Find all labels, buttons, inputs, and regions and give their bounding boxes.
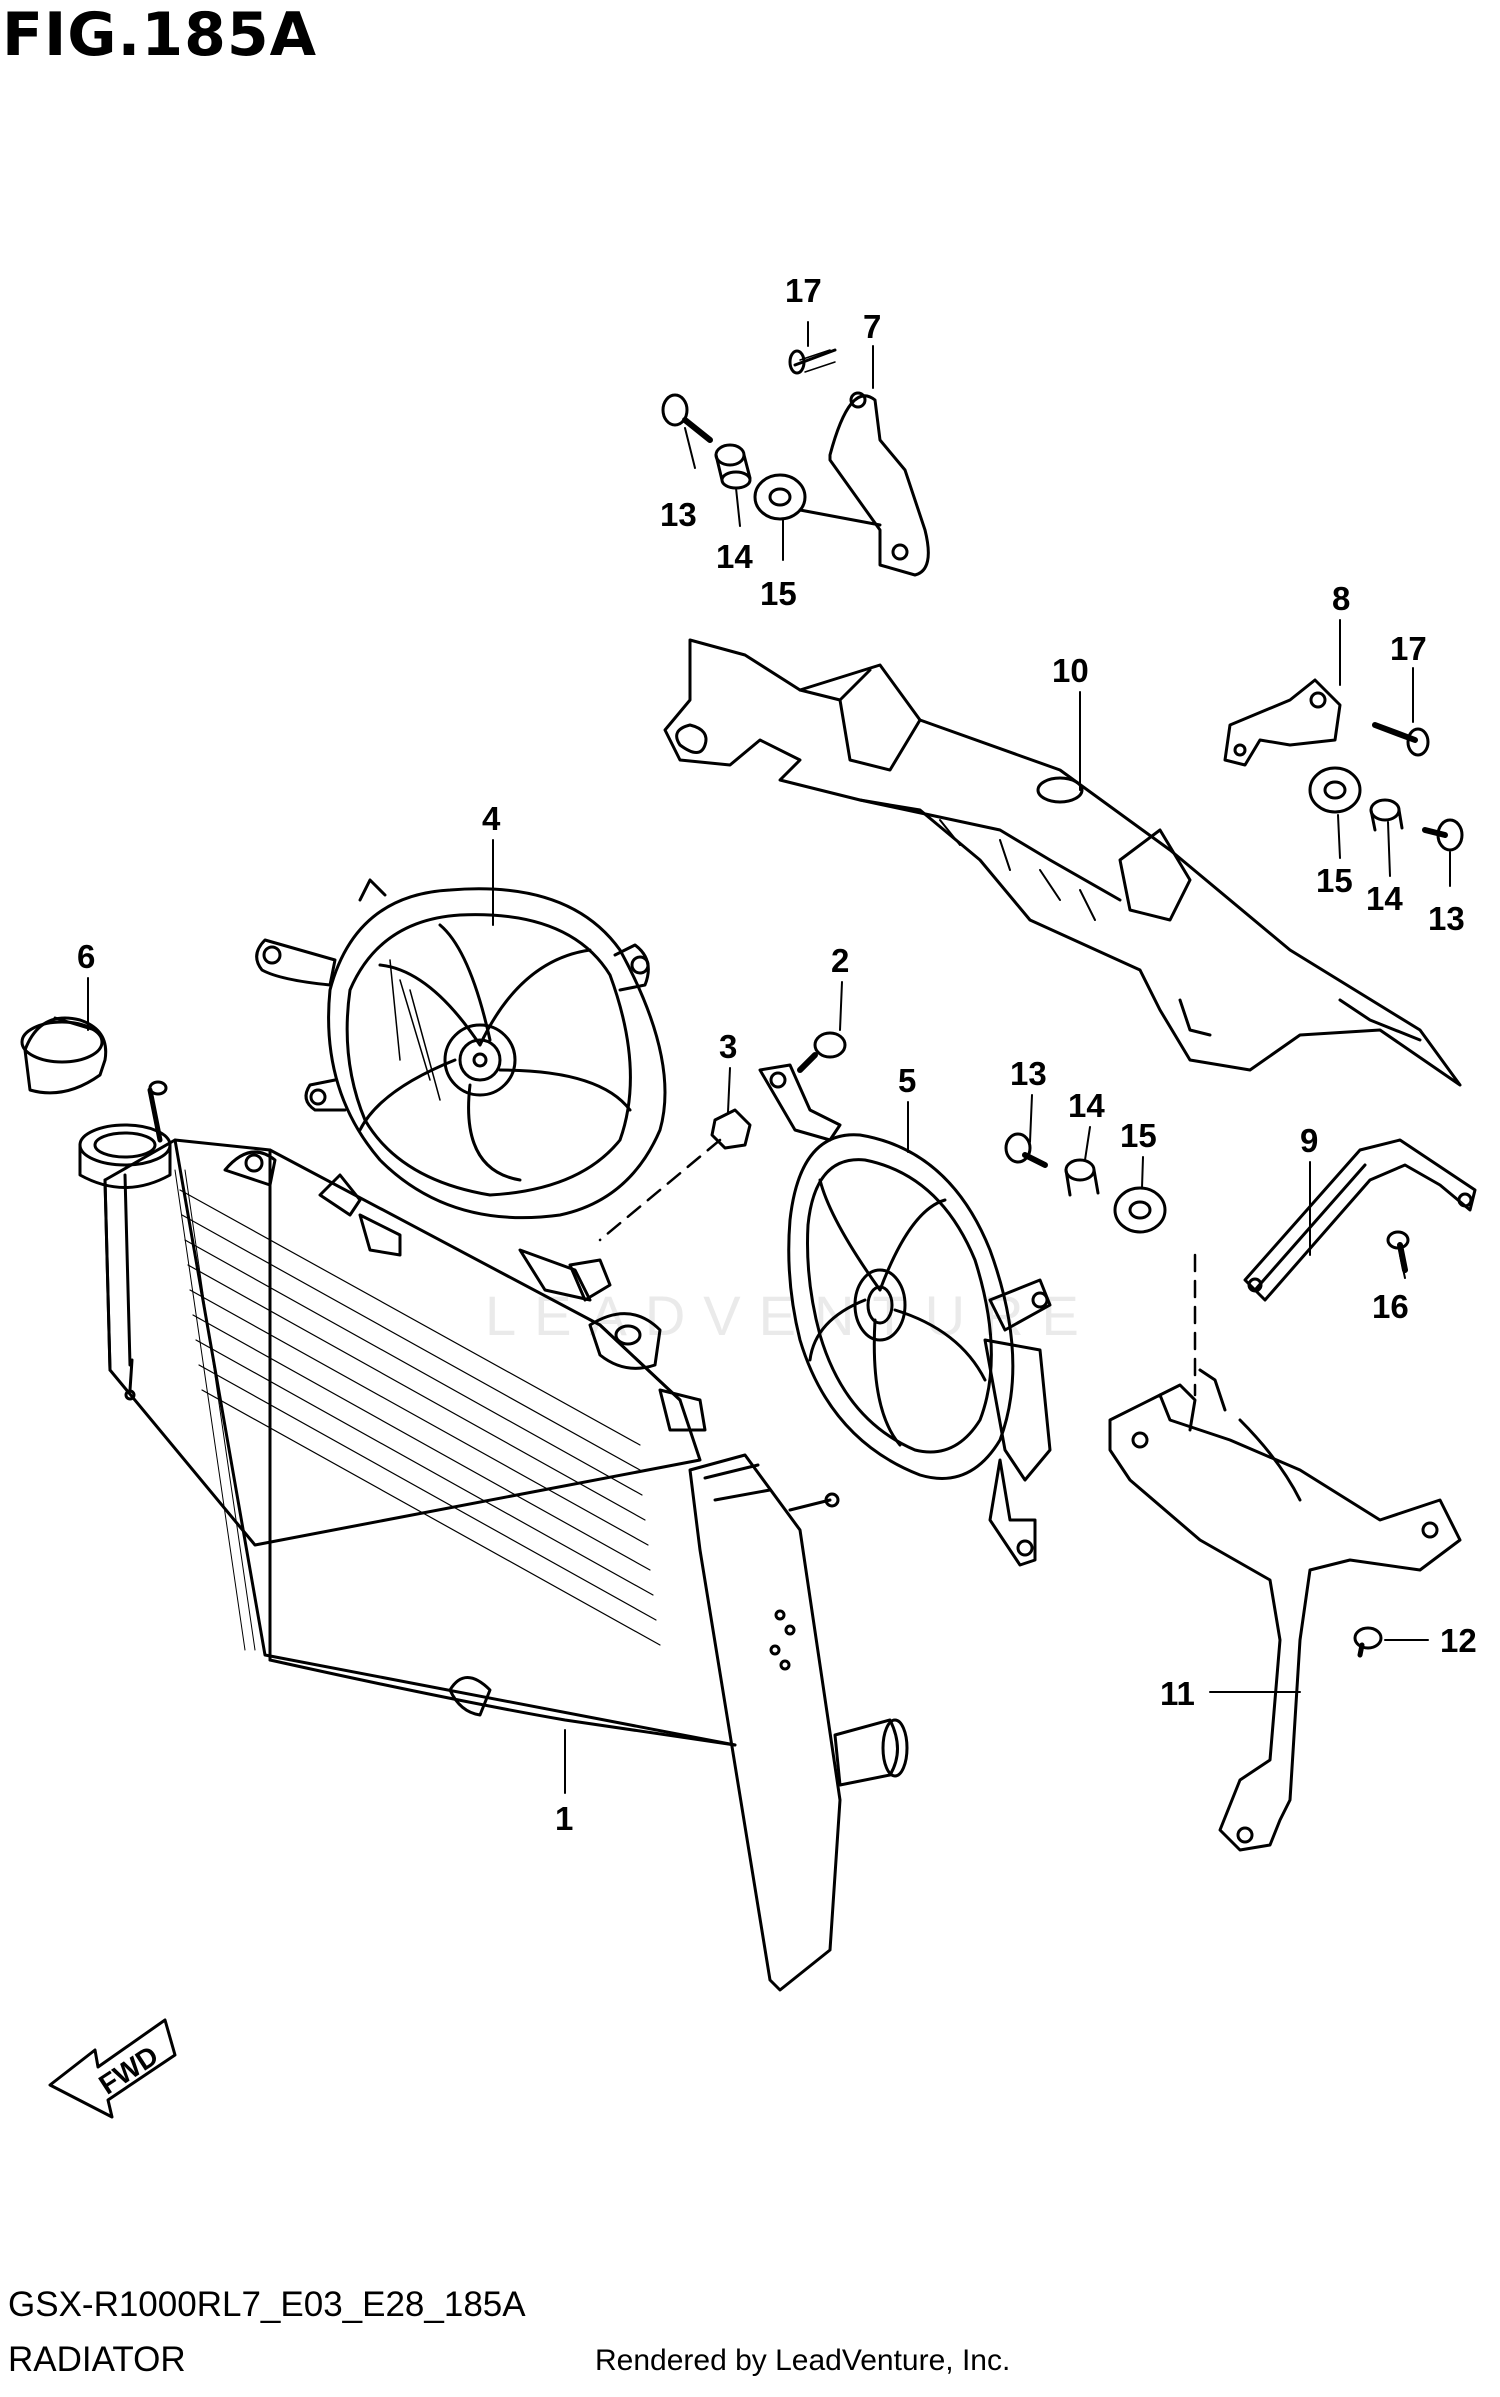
figure-name: RADIATOR [8, 2340, 186, 2379]
callout-8: 8 [1332, 580, 1350, 617]
radiator-part-1 [78, 1080, 909, 1992]
hardware-set-right [1308, 722, 1464, 852]
callout-6: 6 [77, 938, 95, 975]
callout-15-middle: 15 [1120, 1117, 1157, 1154]
callout-17-right: 17 [1390, 630, 1427, 667]
callout-14-middle: 14 [1068, 1087, 1105, 1124]
callout-13-upper: 13 [660, 496, 697, 533]
figure-title: FIG.185A [2, 0, 318, 70]
callout-2: 2 [831, 942, 849, 979]
callout-10: 10 [1052, 652, 1089, 689]
callout-14-upper: 14 [716, 538, 753, 575]
callout-13-right: 13 [1428, 900, 1465, 937]
assembly-lines [598, 1138, 1197, 1397]
fwd-label: FWD [93, 2040, 163, 2101]
radiator-core-mesh [179, 1189, 661, 1646]
callout-3: 3 [719, 1028, 737, 1065]
fan-shroud-part-10 [663, 638, 1462, 1087]
callout-labels: 17 7 13 14 15 8 17 10 15 14 13 4 6 2 3 5… [77, 272, 1477, 1837]
radiator-right-tank [688, 1453, 842, 1992]
callout-17-upper: 17 [785, 272, 822, 309]
callout-16: 16 [1372, 1288, 1409, 1325]
callout-5: 5 [898, 1062, 916, 1099]
radiator-cap-part-6 [20, 1016, 108, 1095]
callout-12: 12 [1440, 1622, 1477, 1659]
forward-direction-arrow: FWD [48, 2018, 177, 2119]
figure-code: GSX-R1000RL7_E03_E28_185A [8, 2285, 526, 2324]
callout-15-right: 15 [1316, 862, 1353, 899]
bracket-part-11 [1108, 1368, 1462, 1852]
bracket-part-8 [1223, 678, 1342, 767]
callout-7: 7 [863, 308, 881, 345]
callout-15-upper: 15 [760, 575, 797, 612]
leader-lines [87, 321, 1451, 1794]
cooling-fan-part-4 [255, 878, 667, 1220]
callout-14-right: 14 [1366, 880, 1403, 917]
radiator-filler-neck [78, 1080, 172, 1189]
bracket-part-9 [1243, 1138, 1477, 1302]
hardware-set-upper [661, 348, 837, 521]
callout-11: 11 [1160, 1675, 1195, 1712]
hardware-set-middle [710, 1031, 1410, 1658]
radiator-outlet-pipe [833, 1718, 899, 1787]
callout-4: 4 [482, 800, 501, 837]
render-credit: Rendered by LeadVenture, Inc. [595, 2344, 1011, 2377]
callout-9: 9 [1300, 1122, 1318, 1159]
callout-13-middle: 13 [1010, 1055, 1047, 1092]
callout-1: 1 [555, 1800, 573, 1837]
bracket-part-7 [798, 391, 930, 577]
cooling-fan-part-5 [758, 1063, 1052, 1567]
